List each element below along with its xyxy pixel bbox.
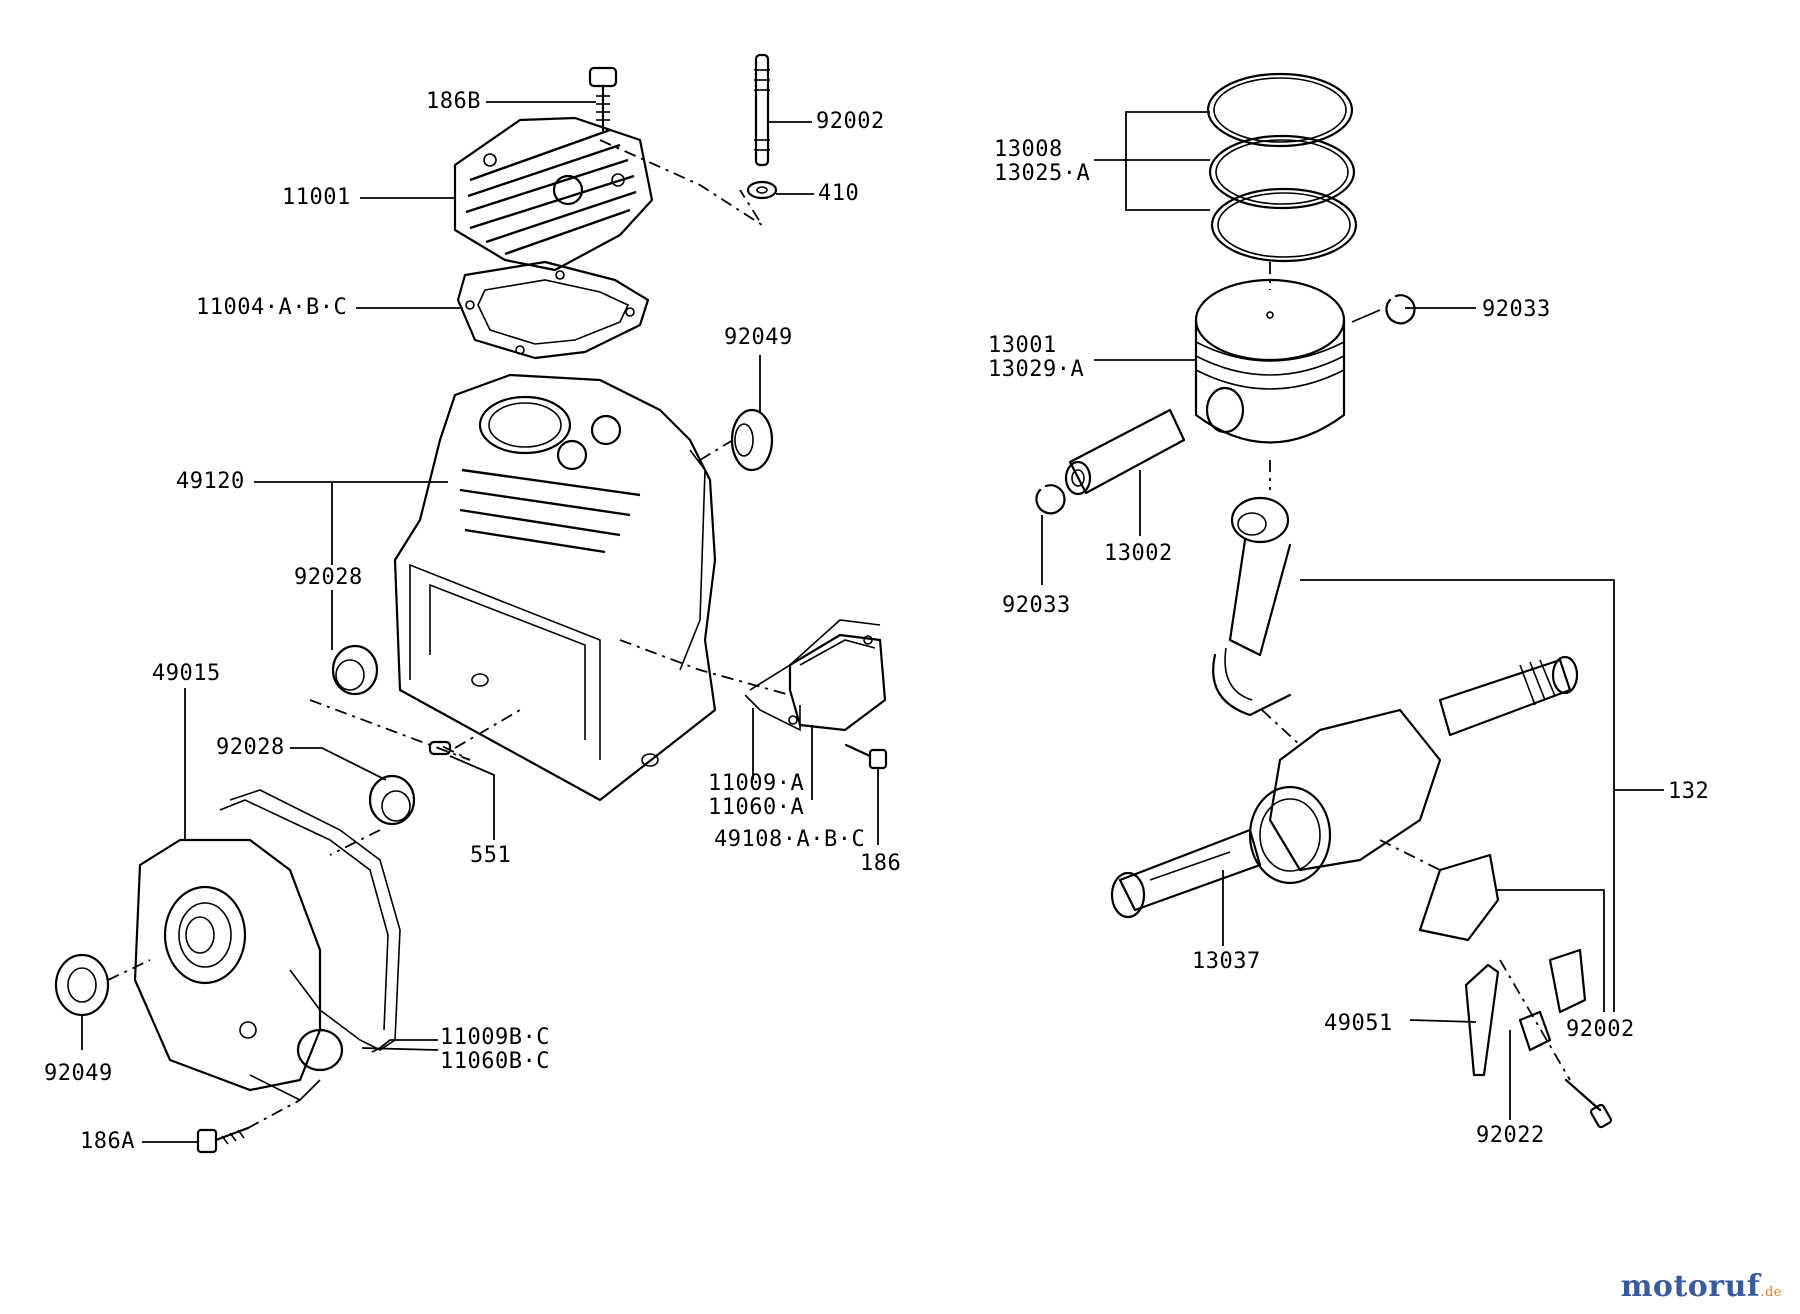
label-49051: 49051 [1324,1011,1393,1036]
label-92002-stud: 92002 [816,109,885,134]
watermark-tld: .de [1760,1285,1782,1300]
connecting-rod-shape [1212,496,1292,717]
crankcase-cover-49015-shape [133,789,401,1101]
label-92022: 92022 [1476,1123,1545,1148]
label-13029-a: 13029·A [988,357,1085,382]
label-13025-a: 13025·A [994,161,1091,186]
piston-pin-13002-shape [1064,408,1186,496]
watermark-logo: motoruf.de [1621,1269,1782,1304]
label-92002-rod: 92002 [1566,1017,1635,1042]
crankshaft-13037-shape [1110,655,1579,919]
label-11009b-c: 11009B·C [440,1025,550,1050]
crankcase-49120-shape [393,373,717,802]
label-186a: 186A [80,1129,135,1154]
label-132: 132 [1668,779,1710,804]
label-49120: 49120 [176,469,245,494]
label-11009-a: 11009·A [708,771,805,796]
label-92049-upper: 92049 [724,325,793,350]
label-11060b-c: 11060B·C [440,1049,550,1074]
label-11060-a: 11060·A [708,795,805,820]
cylinder-head-11001-shape [453,116,654,272]
piston-rings-13008-shape [1206,72,1358,263]
label-92033-right: 92033 [1482,297,1551,322]
label-13037: 13037 [1192,949,1261,974]
label-92049-lower: 92049 [44,1061,113,1086]
label-92028-lower: 92028 [216,735,285,760]
label-186b: 186B [426,89,481,114]
label-13008: 13008 [994,137,1063,162]
label-551: 551 [470,843,512,868]
head-gasket-11004-shape [456,260,650,360]
label-92033-left: 92033 [1002,593,1071,618]
label-13002: 13002 [1104,541,1173,566]
label-13001: 13001 [988,333,1057,358]
piston-13001-shape [1194,278,1346,444]
bolt-186b-shape [588,66,618,132]
label-11004-abc: 11004·A·B·C [196,295,348,320]
label-410: 410 [818,181,860,206]
breather-cover-49108-shape [744,619,887,732]
label-49015: 49015 [152,661,221,686]
stud-92002-shape [754,53,770,167]
label-92028-upper: 92028 [294,565,363,590]
label-186: 186 [860,851,902,876]
label-49108-abc: 49108·A·B·C [714,827,866,852]
watermark-brand: motoruf [1620,1269,1761,1304]
label-11001: 11001 [282,185,351,210]
